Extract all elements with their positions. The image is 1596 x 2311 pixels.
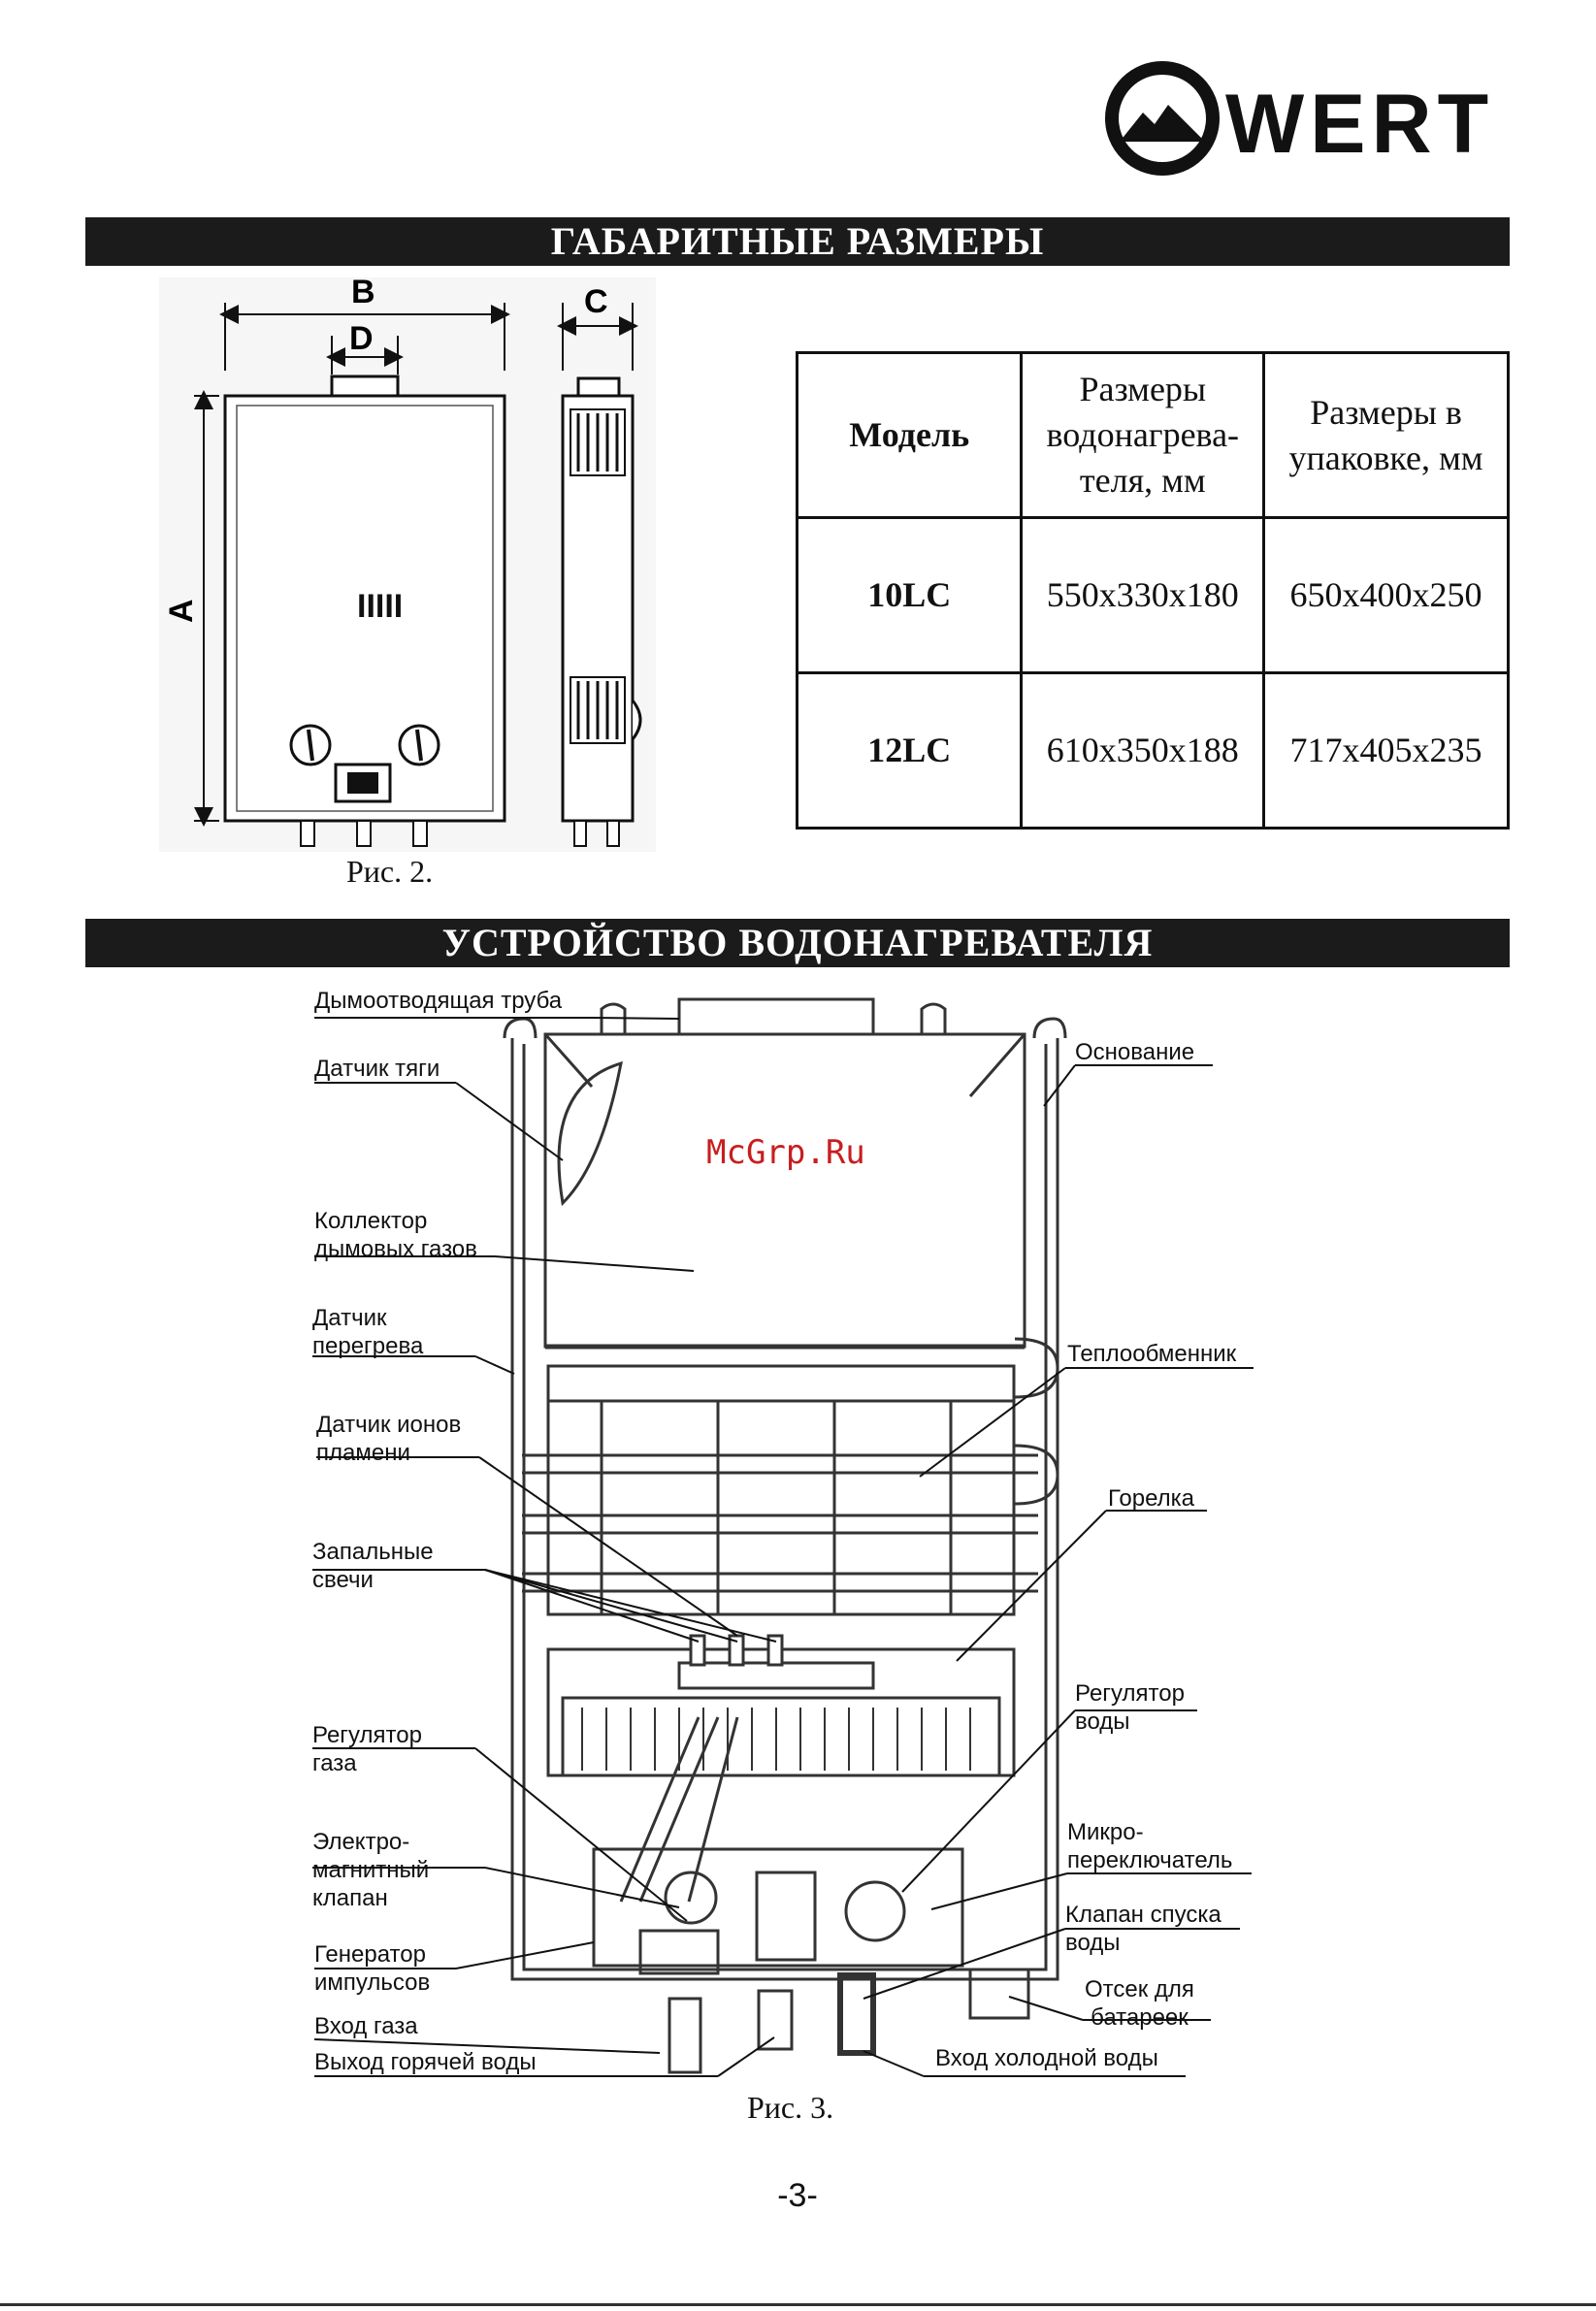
table-cell-heater-size: 550x330x180 (1020, 516, 1266, 674)
label-electromagnetic-valve: Электро- магнитный клапан (312, 1828, 429, 1912)
label-water-reg-line1: Регулятор (1075, 1680, 1185, 1707)
label-gas-reg-line2: газа (312, 1750, 357, 1776)
dim-label-d: D (349, 320, 374, 357)
label-pulse-generator: Генератор импульсов (314, 1940, 430, 1997)
table-cell-package-size: 650x400x250 (1262, 516, 1510, 674)
brand-name: WERT (1225, 78, 1494, 171)
label-pulse-line2: импульсов (314, 1969, 431, 1996)
label-battery-box: Отсек для батареек (1085, 1975, 1194, 2032)
leader-lines (312, 1017, 1254, 2077)
dim-label-b: B (351, 274, 375, 310)
label-battery-line1: Отсек для (1085, 1976, 1194, 2002)
mountain-icon (1120, 105, 1205, 142)
label-draft-sensor: Датчик тяги (314, 1056, 440, 1082)
front-panel-mark: IIIII (357, 588, 403, 625)
dimensions-table: Модель Размеры водонагрева-теля, мм Разм… (795, 351, 1510, 830)
table-header-model: Модель (795, 351, 1024, 519)
section-title-dimensions: ГАБАРИТНЫЕ РАЗМЕРЫ (85, 217, 1510, 266)
label-ignition-plugs: Запальные свечи (312, 1538, 434, 1594)
page-bottom-rule (0, 2303, 1596, 2306)
label-hot-water-outlet: Выход горячей воды (314, 2049, 537, 2075)
figure-3-caption: Рис. 3. (747, 2090, 834, 2125)
label-collector: Коллектор дымовых газов (314, 1207, 477, 1263)
label-plugs-line1: Запальные (312, 1539, 434, 1565)
label-drain-line1: Клапан спуска (1065, 1902, 1221, 1928)
watermark: McGrp.Ru (706, 1133, 865, 1172)
label-collector-line2: дымовых газов (314, 1236, 477, 1262)
figure-3-diagram (312, 997, 1254, 2077)
table-cell-model: 12LC (795, 671, 1024, 830)
page-number: -3- (777, 2177, 818, 2214)
label-overheat-sensor: Датчик перегрева (312, 1304, 423, 1360)
table-cell-package-size: 717x405x235 (1262, 671, 1510, 830)
label-flue-pipe: Дымоотводящая труба (314, 988, 563, 1014)
figure-2-caption: Рис. 2. (346, 854, 434, 889)
label-microswitch: Микро- переключатель (1067, 1818, 1232, 1874)
label-heat-exchanger: Теплообменник (1067, 1341, 1237, 1367)
figure-2-drawing: IIIII A B D (159, 274, 656, 852)
table-row: 12LC 610x350x188 717x405x235 (795, 671, 1510, 830)
label-ion-sensor: Датчик ионов пламени (316, 1411, 461, 1467)
wert-logo: WERT (1105, 61, 1494, 176)
label-overheat-line1: Датчик (312, 1305, 387, 1331)
label-cold-water-inlet: Вход холодной воды (935, 2045, 1158, 2071)
table-header-package-size: Размеры в упаковке, мм (1262, 351, 1510, 519)
label-gas-inlet: Вход газа (314, 2013, 418, 2039)
table-row: 10LC 550x330x180 650x400x250 (795, 516, 1510, 674)
label-electro-line2: магнитный (312, 1857, 430, 1883)
table-header-heater-size: Размеры водонагрева-теля, мм (1020, 351, 1266, 519)
logo-ring (1105, 61, 1220, 176)
table-cell-heater-size: 610x350x188 (1020, 671, 1266, 830)
label-drain-line2: воды (1065, 1930, 1121, 1956)
label-gas-reg-line1: Регулятор (312, 1722, 422, 1748)
label-micro-line1: Микро- (1067, 1819, 1144, 1845)
label-base: Основание (1075, 1039, 1195, 1065)
label-micro-line2: переключатель (1067, 1847, 1233, 1873)
label-water-reg-line2: воды (1075, 1709, 1130, 1735)
label-plugs-line2: свечи (312, 1567, 374, 1593)
label-ion-line2: пламени (316, 1440, 410, 1466)
flue-outlet (330, 374, 400, 398)
heater-body (503, 997, 1067, 2074)
label-ion-line1: Датчик ионов (316, 1412, 462, 1438)
section-title-device: УСТРОЙСТВО ВОДОНАГРЕВАТЕЛЯ (85, 919, 1510, 967)
label-overheat-line2: перегрева (312, 1333, 424, 1359)
label-burner: Горелка (1108, 1485, 1195, 1512)
label-pulse-line1: Генератор (314, 1941, 426, 1968)
dim-label-a: A (163, 599, 200, 623)
front-view: IIIII A B D (163, 274, 510, 847)
label-gas-regulator: Регулятор газа (312, 1721, 422, 1777)
label-electro-line3: клапан (312, 1885, 388, 1911)
label-electro-line1: Электро- (312, 1829, 410, 1855)
label-drain-valve: Клапан спуска воды (1065, 1901, 1221, 1957)
table-header-row: Модель Размеры водонагрева-теля, мм Разм… (795, 351, 1510, 519)
side-view: C (557, 283, 642, 847)
table-cell-model: 10LC (795, 516, 1024, 674)
label-battery-line2: батареек (1091, 2004, 1189, 2031)
label-water-regulator: Регулятор воды (1075, 1679, 1185, 1736)
label-collector-line1: Коллектор (314, 1208, 428, 1234)
dim-label-c: C (584, 283, 608, 320)
